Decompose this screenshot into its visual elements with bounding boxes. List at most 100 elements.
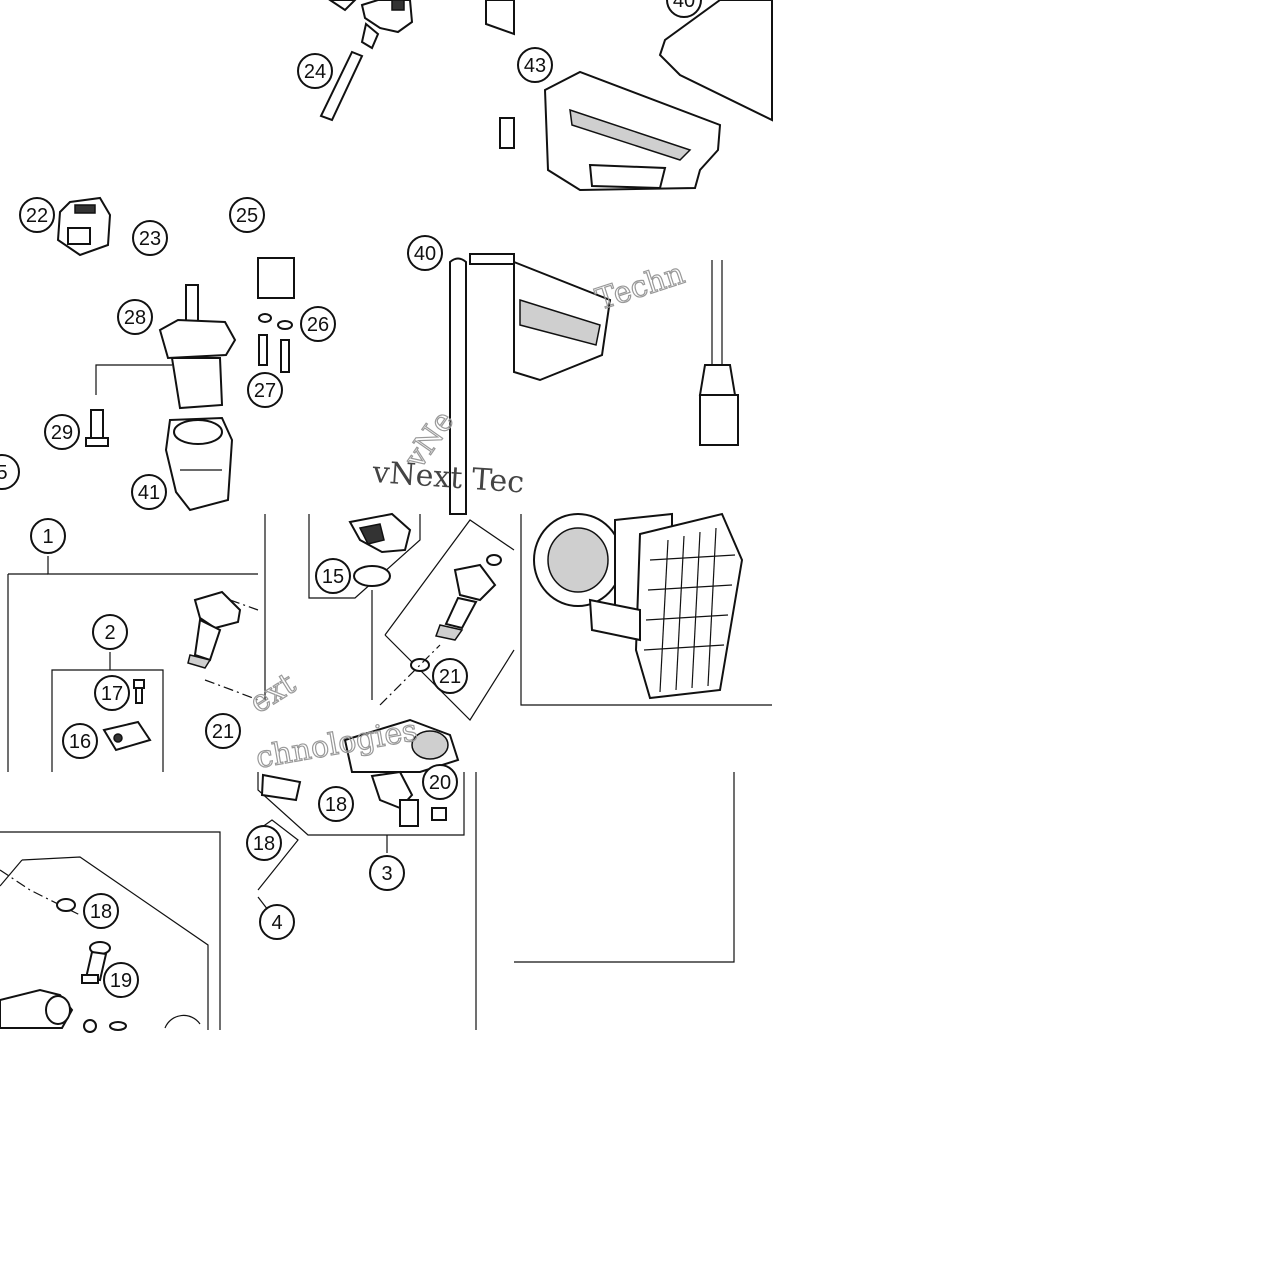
callout-circle <box>246 825 282 861</box>
part-22-switch-drawing <box>56 196 112 257</box>
group-lower-left-frame <box>0 831 221 1030</box>
callout-3: 3 <box>369 855 405 891</box>
part-28-sensor-drawing <box>85 284 237 447</box>
callout-label: 21 <box>212 721 234 743</box>
callout-18: 18 <box>246 825 282 861</box>
callout-label: 1 <box>42 526 53 548</box>
callout-43: 43 <box>517 47 553 83</box>
callout-18: 18 <box>318 786 354 822</box>
callout-circle <box>432 658 468 694</box>
part-24-sensor-drawing <box>319 0 414 122</box>
callout-40: 40 <box>666 0 702 18</box>
callout-25: 25 <box>229 197 265 233</box>
callout-20: 20 <box>422 764 458 800</box>
callout-circle <box>229 197 265 233</box>
callout-circle <box>407 235 443 271</box>
callout-15: 15 <box>315 558 351 594</box>
callout-label: 18 <box>325 794 347 816</box>
rail-fitting-drawing <box>0 988 201 1033</box>
callout-21: 21 <box>432 658 468 694</box>
callout-26: 26 <box>300 306 336 342</box>
callout-circle <box>247 372 283 408</box>
callout-label: 15 <box>322 566 344 588</box>
callout-label: 20 <box>429 772 451 794</box>
callout-29: 29 <box>44 414 80 450</box>
callout-1: 1 <box>30 518 66 554</box>
callout-21: 21 <box>205 713 241 749</box>
callout-label: 41 <box>138 482 160 504</box>
group-1-frame <box>7 556 258 772</box>
part-26-27-screws-drawing <box>257 257 295 373</box>
callout-circle <box>259 904 295 940</box>
callout-label: 18 <box>90 901 112 923</box>
frame-right-vertical <box>264 514 477 1030</box>
callout-circle <box>422 764 458 800</box>
callout-27: 27 <box>247 372 283 408</box>
callout-circle <box>44 414 80 450</box>
injector-right-drawing <box>379 519 515 721</box>
callout-circle <box>369 855 405 891</box>
callout-circle <box>83 893 119 929</box>
callout-28: 28 <box>117 299 153 335</box>
watermark-text: ext <box>244 666 302 720</box>
throttle-body-ribs <box>643 527 736 693</box>
callout-18: 18 <box>83 893 119 929</box>
callout-label: 3 <box>381 863 392 885</box>
group-2-frame <box>51 652 164 772</box>
part-15-sensor-drawing <box>308 512 421 700</box>
callout-17: 17 <box>94 675 130 711</box>
throttle-body-small-drawing <box>343 718 460 773</box>
callout-5: 5 <box>0 454 20 490</box>
callout-label: 40 <box>414 243 436 265</box>
callout-circle <box>103 962 139 998</box>
callout-16: 16 <box>62 723 98 759</box>
callout-circle <box>92 614 128 650</box>
callout-circle <box>94 675 130 711</box>
callout-circle <box>666 0 702 18</box>
callout-circle <box>131 474 167 510</box>
callout-label: 19 <box>110 970 132 992</box>
callout-circle <box>318 786 354 822</box>
callout-label: 18 <box>253 833 275 855</box>
callout-19: 19 <box>103 962 139 998</box>
callout-label: 16 <box>69 731 91 753</box>
callout-label: 5 <box>0 462 8 484</box>
callout-circle <box>205 713 241 749</box>
callout-label: 21 <box>439 666 461 688</box>
injector-left-drawing <box>187 590 259 701</box>
part-43-ecu-drawing <box>485 0 773 192</box>
callout-label: 29 <box>51 422 73 444</box>
part-19-fitting-drawing <box>81 941 111 984</box>
callout-label: 2 <box>104 622 115 644</box>
part-40-hose-drawing <box>449 253 515 515</box>
callout-4: 4 <box>259 904 295 940</box>
callout-40: 40 <box>407 235 443 271</box>
callout-label: 24 <box>304 61 326 83</box>
callout-circle <box>517 47 553 83</box>
callout-label: 25 <box>236 205 258 227</box>
callout-circle <box>132 220 168 256</box>
callout-label: 17 <box>101 683 123 705</box>
part-41-connector-drawing <box>164 416 234 512</box>
callout-label: 28 <box>124 307 146 329</box>
callout-23: 23 <box>132 220 168 256</box>
callout-label: 22 <box>26 205 48 227</box>
callout-label: 4 <box>271 912 282 934</box>
throttle-body-drawing <box>520 512 772 706</box>
callout-circle <box>0 454 20 490</box>
part-16-bracket-drawing <box>102 720 152 752</box>
frame-bottom-right <box>514 772 735 963</box>
callout-label: 26 <box>307 314 329 336</box>
callout-41: 41 <box>131 474 167 510</box>
callout-circle <box>297 53 333 89</box>
callout-circle <box>30 518 66 554</box>
callout-22: 22 <box>19 197 55 233</box>
watermark-text: Techn <box>592 256 689 317</box>
part-17-screw-drawing <box>133 679 145 704</box>
callout-label: 23 <box>139 228 161 250</box>
callout-circle <box>315 558 351 594</box>
callout-circle <box>117 299 153 335</box>
callout-circle <box>300 306 336 342</box>
